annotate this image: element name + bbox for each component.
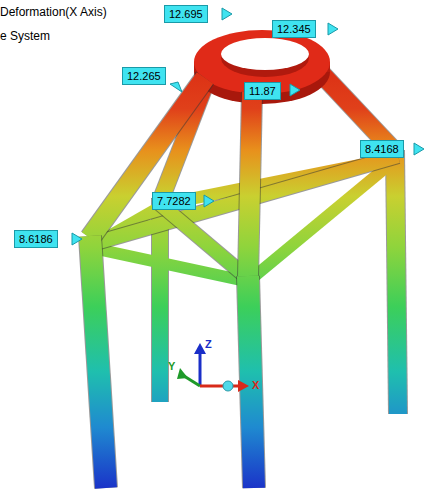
callout-number: 12.345 <box>272 20 316 38</box>
callout-number: 12.265 <box>122 67 166 85</box>
axis-label: Z <box>205 338 212 350</box>
axis-label: Y <box>168 360 175 372</box>
plot-title: Deformation(X Axis) <box>0 5 107 19</box>
callout-number: 7.7282 <box>152 192 196 210</box>
axis-label: X <box>252 379 259 391</box>
callout-number: 12.695 <box>164 5 208 23</box>
callout-number: 8.6186 <box>14 230 58 248</box>
callout-number: 11.87 <box>244 82 281 100</box>
coordinate-note: e System <box>0 29 50 43</box>
callout-number: 8.4168 <box>360 140 404 158</box>
